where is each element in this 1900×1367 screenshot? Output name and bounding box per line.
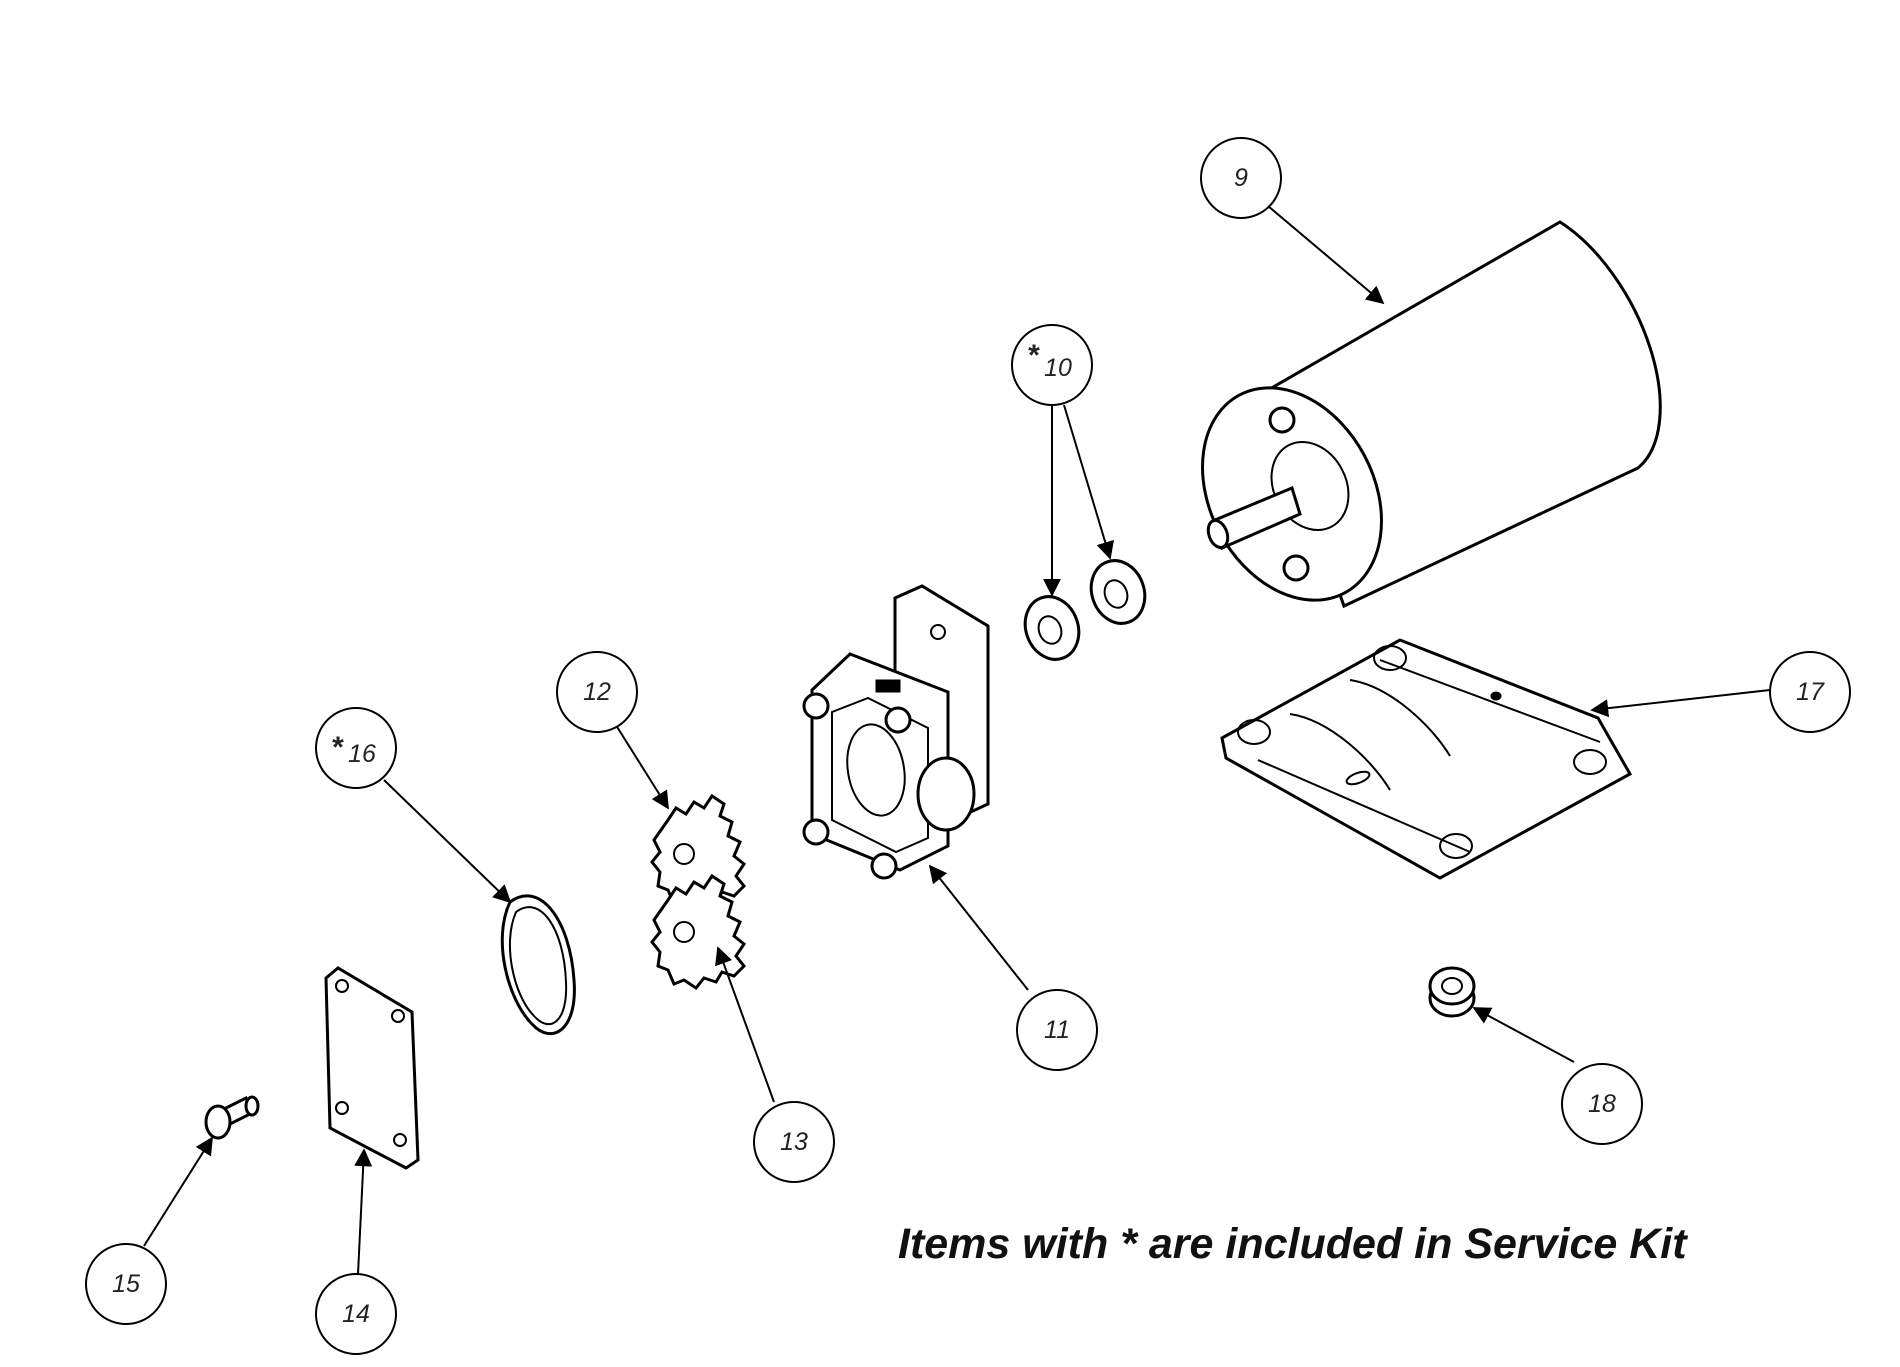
svg-text:12: 12 — [583, 678, 611, 706]
svg-text:13: 13 — [780, 1128, 808, 1156]
motor-part — [1201, 220, 1662, 609]
leader-18 — [1472, 1007, 1575, 1063]
svg-text:9: 9 — [1234, 164, 1248, 192]
callout-17: 17 — [1769, 651, 1851, 733]
leader-10b — [1063, 404, 1114, 560]
svg-text:11: 11 — [1044, 1016, 1070, 1044]
svg-text:*: * — [1028, 339, 1040, 372]
bearings-part — [1023, 559, 1147, 661]
svg-text:15: 15 — [112, 1270, 140, 1298]
leader-9 — [1267, 205, 1385, 305]
cover-plate-part — [324, 966, 420, 1170]
svg-text:10: 10 — [1044, 354, 1072, 382]
callout-18: 18 — [1561, 1063, 1643, 1145]
leader-17 — [1590, 689, 1771, 718]
callout-12: 12 — [556, 651, 638, 733]
callout-9: 9 — [1200, 137, 1282, 219]
base-plate-part — [1220, 638, 1633, 880]
o-ring-part — [500, 894, 576, 1036]
leader-14 — [354, 1148, 373, 1275]
leader-13 — [715, 946, 775, 1103]
callout-11: 11 — [1016, 989, 1098, 1071]
callout-15: 15 — [85, 1243, 167, 1325]
svg-text:*: * — [332, 731, 344, 764]
gears-part — [650, 793, 747, 991]
screw-part — [204, 1095, 260, 1140]
callout-14: 14 — [315, 1273, 397, 1355]
pump-body-part — [802, 584, 990, 880]
svg-text:17: 17 — [1796, 678, 1825, 706]
callout-16: * 16 — [315, 707, 397, 789]
svg-text:16: 16 — [348, 740, 376, 768]
nut-part — [1428, 966, 1476, 1018]
svg-text:14: 14 — [342, 1300, 370, 1328]
service-kit-note: Items with * are included in Service Kit — [898, 1220, 1687, 1268]
callout-10: * 10 — [1011, 324, 1093, 406]
svg-text:18: 18 — [1588, 1090, 1616, 1118]
leader-12 — [613, 721, 669, 810]
leader-15 — [143, 1136, 213, 1247]
callout-13: 13 — [753, 1101, 835, 1183]
leader-11 — [928, 864, 1029, 991]
leader-16 — [383, 779, 512, 904]
leader-lines — [143, 205, 1771, 1275]
